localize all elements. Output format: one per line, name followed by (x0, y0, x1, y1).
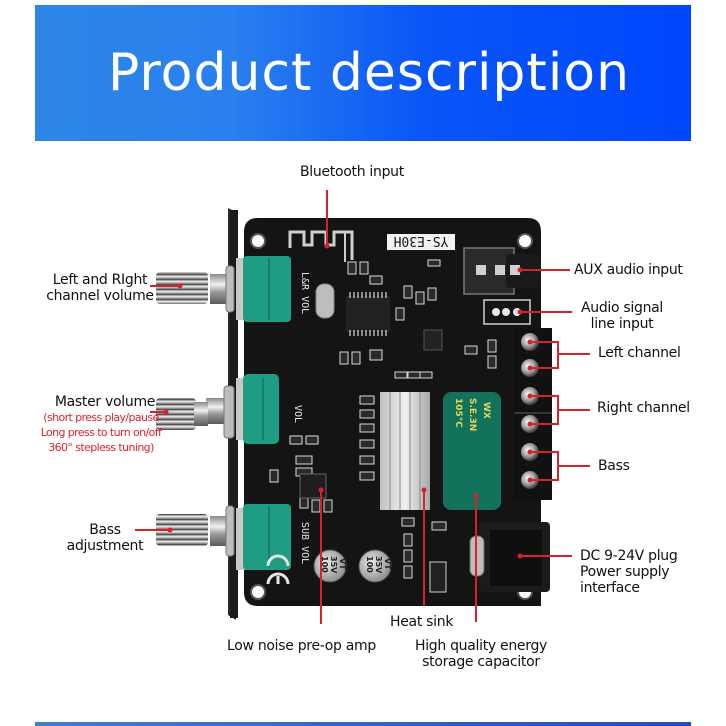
preamp-chip (299, 473, 327, 499)
small-capacitor-2: 100 35V VT (358, 549, 392, 583)
svg-text:VT: VT (338, 558, 347, 570)
potentiometer-lr (236, 256, 291, 322)
knob-label-sub: SUB VOL (299, 522, 310, 564)
crystal-oscillator (315, 283, 335, 319)
knob-lr-shaft (156, 265, 235, 313)
capacitor-temp: 105°C (453, 398, 463, 428)
bottom-divider (35, 722, 691, 726)
label-bluetooth-input: Bluetooth input (300, 164, 404, 180)
svg-text:VT: VT (383, 558, 392, 570)
callout-lines (135, 190, 590, 624)
model-marking: YS-E30H (394, 233, 449, 248)
label-aux-audio-input: AUX audio input (574, 262, 683, 278)
capacitor-brand: WX (481, 402, 491, 419)
label-master-volume: Master volume (54, 394, 156, 410)
label-lr-channel-volume: Left and RIght channel volume (46, 272, 154, 304)
label-low-noise-preamp: Low noise pre-op amp (227, 638, 376, 654)
bluetooth-antenna (288, 230, 354, 262)
svg-text:100: 100 (320, 556, 329, 573)
label-bass-adjustment: Bass adjustment (66, 522, 144, 554)
label-energy-storage-capacitor: High quality energy storage capacitor (414, 638, 548, 670)
label-right-channel: Right channel (597, 400, 690, 416)
voltage-regulator (423, 329, 443, 351)
ce-mark (266, 554, 290, 585)
svg-text:100: 100 (365, 556, 374, 573)
smd-components (269, 259, 497, 579)
svg-text:35V: 35V (329, 556, 338, 574)
label-bass-output: Bass (598, 458, 630, 474)
energy-storage-capacitor: 105°C S.E.3N WX (443, 392, 501, 510)
potentiometer-master (236, 374, 279, 444)
knob-label-master: VOL (292, 405, 303, 423)
speaker-terminal-block (514, 328, 552, 500)
label-left-channel: Left channel (598, 345, 681, 361)
label-audio-signal-line-input: Audio signal line input (580, 300, 664, 332)
small-capacitor-1: 100 35V VT (313, 549, 347, 583)
label-dc-power: DC 9-24V plug Power supply interface (580, 548, 678, 596)
knob-label-lr: L&R VOL (299, 272, 310, 314)
header-banner: Product description (35, 5, 691, 141)
callout-dots (163, 243, 533, 559)
knob-bass-shaft (156, 505, 235, 557)
capacitor-series: S.E.3N (467, 398, 477, 431)
label-heat-sink: Heat sink (390, 614, 454, 630)
page-title: Product description (107, 43, 631, 103)
bluetooth-chip (346, 292, 390, 336)
aux-jack (463, 247, 540, 295)
inductor (429, 561, 447, 593)
master-volume-notes: (short press play/pause Long press to tu… (40, 411, 162, 454)
svg-text:35V: 35V (374, 556, 383, 574)
knob-master-shaft (156, 385, 235, 439)
heat-sink (380, 392, 430, 510)
potentiometer-bass (236, 504, 291, 570)
model-marking-box (387, 234, 455, 250)
